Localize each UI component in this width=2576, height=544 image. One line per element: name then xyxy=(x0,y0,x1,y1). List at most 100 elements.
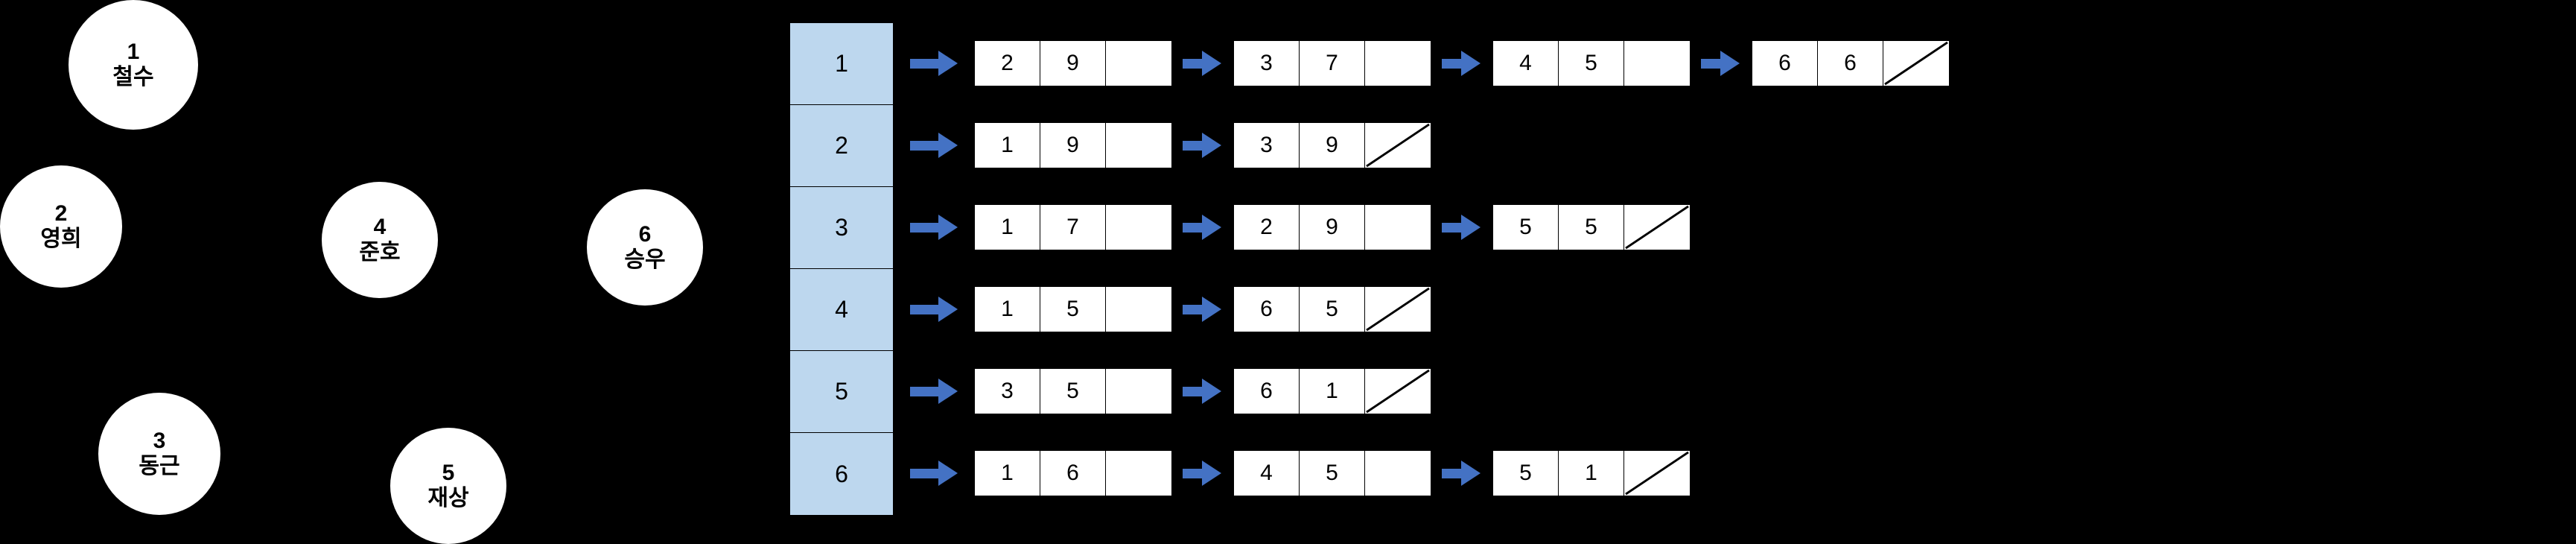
list-node-weight-cell: 5 xyxy=(1300,287,1365,332)
graph-node-id: 6 xyxy=(638,222,652,247)
graph-node-id: 5 xyxy=(442,461,455,486)
arrow-head xyxy=(1461,51,1481,76)
list-node-weight-cell: 6 xyxy=(1818,41,1883,86)
list-node-next-pointer-cell xyxy=(1106,451,1171,496)
adjacency-index-cell-1: 1 xyxy=(790,23,893,105)
adjacency-index-cell-5: 5 xyxy=(790,351,893,433)
arrow-shaft xyxy=(1442,59,1464,69)
list-node-vertex-cell: 6 xyxy=(1234,369,1300,414)
graph-node-id: 4 xyxy=(373,215,387,240)
list-node-vertex-cell: 3 xyxy=(975,369,1040,414)
graph-node-name: 영희 xyxy=(40,227,82,251)
arrow-head xyxy=(1720,51,1740,76)
list-node-null-pointer-icon xyxy=(1624,451,1690,496)
adjacency-arrow-icon xyxy=(910,51,958,76)
arrow-shaft xyxy=(1183,223,1205,233)
arrow-head xyxy=(938,461,958,486)
list-node-next-pointer-cell xyxy=(1106,41,1171,86)
arrow-head xyxy=(938,51,958,76)
list-node-vertex-cell: 6 xyxy=(1234,287,1300,332)
graph-node-name: 재상 xyxy=(427,486,469,510)
arrow-shaft xyxy=(910,59,941,69)
adjacency-arrow-icon xyxy=(910,215,958,240)
list-node-vertex-cell: 4 xyxy=(1493,41,1559,86)
graph-node-name: 동근 xyxy=(139,454,180,478)
adjacency-arrow-icon xyxy=(910,297,958,322)
arrow-shaft xyxy=(1183,469,1205,478)
list-node-next-pointer-cell xyxy=(1365,41,1431,86)
arrow-head xyxy=(1202,461,1221,486)
graph-node-id: 1 xyxy=(127,39,140,65)
arrow-shaft xyxy=(1442,223,1464,233)
list-node-weight-cell: 5 xyxy=(1300,451,1365,496)
list-node-weight-cell: 5 xyxy=(1040,287,1106,332)
adjacency-arrow-icon xyxy=(910,461,958,486)
list-node-weight-cell: 5 xyxy=(1040,369,1106,414)
list-node-vertex-cell: 5 xyxy=(1493,205,1559,250)
adjacency-arrow-icon xyxy=(1183,461,1223,486)
list-node-weight-cell: 9 xyxy=(1040,41,1106,86)
list-node-weight-cell: 9 xyxy=(1300,123,1365,168)
list-node-vertex-cell: 1 xyxy=(975,451,1040,496)
list-node-vertex-cell: 5 xyxy=(1493,451,1559,496)
arrow-shaft xyxy=(1183,305,1205,314)
arrow-head xyxy=(1202,133,1221,158)
list-node-vertex-cell: 4 xyxy=(1234,451,1300,496)
arrow-head xyxy=(1461,215,1481,240)
adjacency-arrow-icon xyxy=(1442,215,1482,240)
arrow-shaft xyxy=(910,469,941,478)
arrow-head xyxy=(1202,51,1221,76)
arrow-shaft xyxy=(910,141,941,151)
adjacency-arrow-icon xyxy=(1183,379,1223,404)
arrow-head xyxy=(938,379,958,404)
adjacency-arrow-icon xyxy=(1701,51,1741,76)
adjacency-index-cell-4: 4 xyxy=(790,269,893,351)
adjacency-arrow-icon xyxy=(1183,51,1223,76)
arrow-head xyxy=(1202,379,1221,404)
arrow-shaft xyxy=(910,387,941,396)
list-node-vertex-cell: 2 xyxy=(1234,205,1300,250)
arrow-shaft xyxy=(1442,469,1464,478)
list-node-null-pointer-icon xyxy=(1365,123,1431,168)
arrow-shaft xyxy=(1183,387,1205,396)
list-node-vertex-cell: 6 xyxy=(1752,41,1818,86)
list-node-null-pointer-icon xyxy=(1624,205,1690,250)
list-node-weight-cell: 9 xyxy=(1040,123,1106,168)
arrow-shaft xyxy=(910,305,941,314)
arrow-shaft xyxy=(910,223,941,233)
list-node-vertex-cell: 1 xyxy=(975,205,1040,250)
list-node-weight-cell: 1 xyxy=(1559,451,1624,496)
list-node-weight-cell: 5 xyxy=(1559,205,1624,250)
arrow-shaft xyxy=(1183,59,1205,69)
arrow-head xyxy=(938,133,958,158)
adjacency-arrow-icon xyxy=(910,379,958,404)
list-node-weight-cell: 6 xyxy=(1040,451,1106,496)
list-node-vertex-cell: 3 xyxy=(1234,123,1300,168)
list-node-next-pointer-cell xyxy=(1106,369,1171,414)
list-node-vertex-cell: 3 xyxy=(1234,41,1300,86)
